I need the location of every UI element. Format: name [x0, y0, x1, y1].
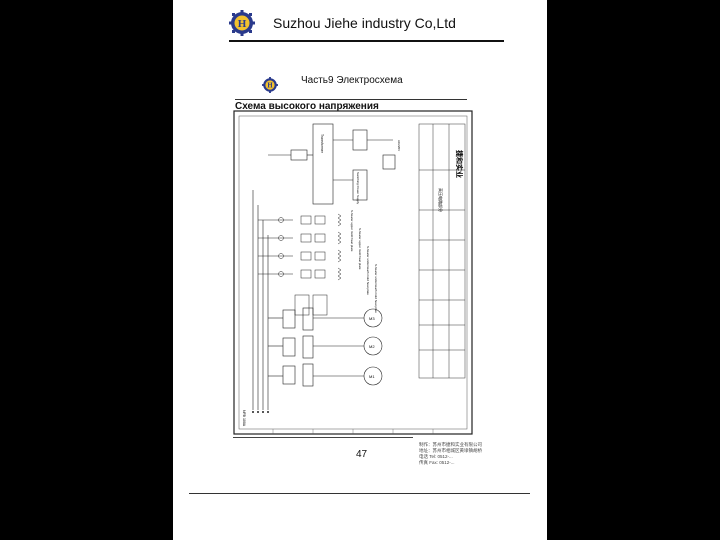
section-title: Часть9 Электросхема — [301, 75, 403, 86]
heater-label-2: S-heater upper mold heat plate — [358, 228, 362, 270]
contact-line: 地址：苏州市相城区黄埭镇胡桥 — [419, 448, 482, 453]
contact-line: 制作：苏州市捷和实业有限公司 — [419, 442, 482, 447]
company-name: Suzhou Jiehe industry Co,Ltd — [273, 15, 456, 31]
transformer-label: Transformer — [320, 134, 324, 154]
logo-letter: H — [238, 18, 247, 30]
transformer-region — [268, 123, 396, 205]
bus-lines — [252, 190, 269, 410]
header-rule — [229, 40, 504, 42]
contact-line: 传真 Fax: 0512-... — [419, 460, 455, 465]
contact-block: 制作：苏州市捷和实业有限公司 地址：苏州市相城区黄埭镇胡桥 电话 Tel: 05… — [419, 442, 482, 466]
psu-label: Switching Power Supply — [356, 172, 360, 205]
motor-label-2: M2 — [369, 344, 375, 349]
heater-label-1: S-heater upper mold heat plate — [350, 210, 354, 252]
heater-label-3: S-heater underneath mold heat plate — [366, 246, 370, 295]
contact-line: 电话 Tel: 0512-... — [419, 454, 453, 459]
title-block-drawing-name: 高压电路部分 — [438, 188, 444, 212]
section-subtitle: Схема высокого напряжения — [235, 101, 379, 112]
drawing-frame — [233, 110, 473, 435]
ac220-label: AC220V — [397, 140, 401, 151]
section-rule — [235, 99, 467, 100]
company-logo-icon: H — [229, 10, 255, 36]
document-page: H Suzhou Jiehe industry Co,Ltd H Часть9 … — [173, 0, 547, 540]
title-block — [418, 123, 466, 379]
section-logo-icon: H — [262, 77, 278, 93]
motor-label-3: M3 — [369, 316, 375, 321]
heater-label-4: S-heater underneath mold heat plate — [374, 264, 378, 313]
terminal-dots — [252, 411, 269, 413]
mains-label: NFB 100A — [242, 410, 246, 427]
heater-rows — [258, 213, 342, 316]
frame-ticks — [272, 429, 434, 434]
page-number: 47 — [356, 449, 368, 460]
title-block-company: 捷和实业 — [455, 150, 464, 178]
motor-label-1: M1 — [369, 374, 375, 379]
high-voltage-schematic: 捷和实业 高压电路部分 NFB 100A Transformer Swit — [233, 110, 473, 435]
bottom-rule — [189, 493, 530, 494]
footer-rule — [233, 437, 413, 438]
logo-letter: H — [267, 82, 273, 89]
motor-circuits — [268, 307, 383, 387]
